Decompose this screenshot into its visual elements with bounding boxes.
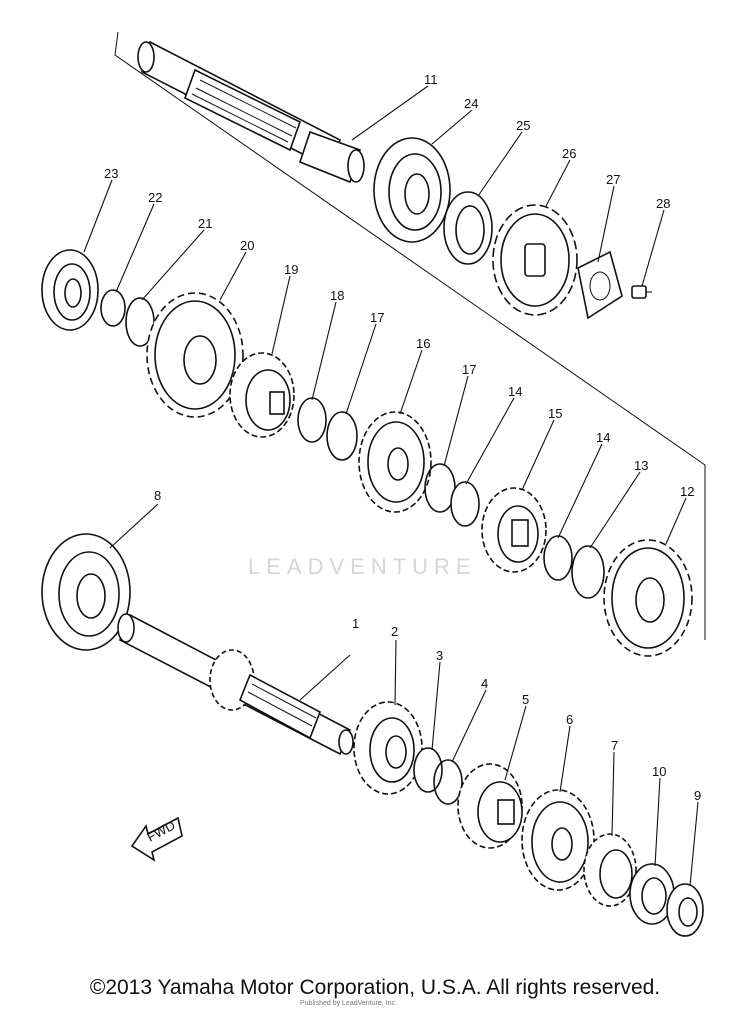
part-7-gear (583, 833, 637, 907)
callout-15: 15 (548, 406, 562, 421)
callout-5: 5 (522, 692, 529, 707)
assembly-outline (114, 31, 706, 640)
part-18-washer (297, 397, 327, 443)
part-17-circlip (326, 411, 358, 461)
part-9-collar (666, 883, 704, 937)
callout-14b: 14 (596, 430, 610, 445)
callout-12: 12 (680, 484, 694, 499)
part-14-washer (450, 481, 480, 527)
part-14b-washer (543, 535, 573, 581)
callout-22: 22 (148, 190, 162, 205)
callout-25: 25 (516, 118, 530, 133)
callout-23: 23 (104, 166, 118, 181)
part-8-bearing (41, 533, 131, 651)
part-16-gear (358, 411, 432, 513)
part-26-drive-sprocket (492, 204, 578, 316)
part-13-circlip (571, 545, 605, 599)
part-6-gear (521, 789, 595, 891)
part-28-bolt (631, 285, 652, 299)
callout-28: 28 (656, 196, 670, 211)
copyright-notice: ©2013 Yamaha Motor Corporation, U.S.A. A… (89, 976, 661, 999)
part-24-bearing (373, 137, 451, 243)
part-19-gear (229, 352, 295, 438)
part-5-gear (457, 763, 523, 849)
part-23-bearing (41, 249, 99, 331)
callout-16: 16 (416, 336, 430, 351)
callout-6: 6 (566, 712, 573, 727)
callout-17b: 17 (462, 362, 476, 377)
callout-10: 10 (652, 764, 666, 779)
callout-20: 20 (240, 238, 254, 253)
callout-19: 19 (284, 262, 298, 277)
callout-7: 7 (611, 738, 618, 753)
callout-8: 8 (154, 488, 161, 503)
part-12-gear (603, 539, 693, 657)
part-1-drive-axle (117, 613, 354, 756)
part-25-oil-seal (443, 191, 493, 265)
callout-2: 2 (391, 624, 398, 639)
callout-1: 1 (352, 616, 359, 631)
callout-24: 24 (464, 96, 478, 111)
watermark: LEADVENTURE (248, 554, 477, 579)
callout-4: 4 (481, 676, 488, 691)
part-3-washer (413, 747, 443, 793)
callout-21: 21 (198, 216, 212, 231)
callout-11: 11 (424, 72, 438, 87)
callout-26: 26 (562, 146, 576, 161)
callout-17a: 17 (370, 310, 384, 325)
part-27-lock-washer (577, 250, 623, 320)
callout-3: 3 (436, 648, 443, 663)
part-2-gear (353, 701, 423, 795)
callout-27: 27 (606, 172, 620, 187)
part-22-washer (100, 289, 126, 327)
callout-9: 9 (694, 788, 701, 803)
part-21-circlip (125, 297, 155, 347)
part-4-circlip (433, 759, 463, 805)
part-11-main-axle (137, 40, 365, 184)
callout-leaders (83, 85, 699, 887)
part-15-gear (481, 487, 547, 573)
part-20-gear (146, 292, 244, 418)
callout-18: 18 (330, 288, 344, 303)
callout-labels: 1 2 3 4 5 6 7 8 9 10 11 12 13 14 14 15 1… (104, 72, 701, 803)
fwd-arrow-icon: FWD (130, 816, 183, 862)
publisher-note: Published by LeadVenture, Inc. (300, 1000, 397, 1007)
callout-13: 13 (634, 458, 648, 473)
callout-14a: 14 (508, 384, 522, 399)
